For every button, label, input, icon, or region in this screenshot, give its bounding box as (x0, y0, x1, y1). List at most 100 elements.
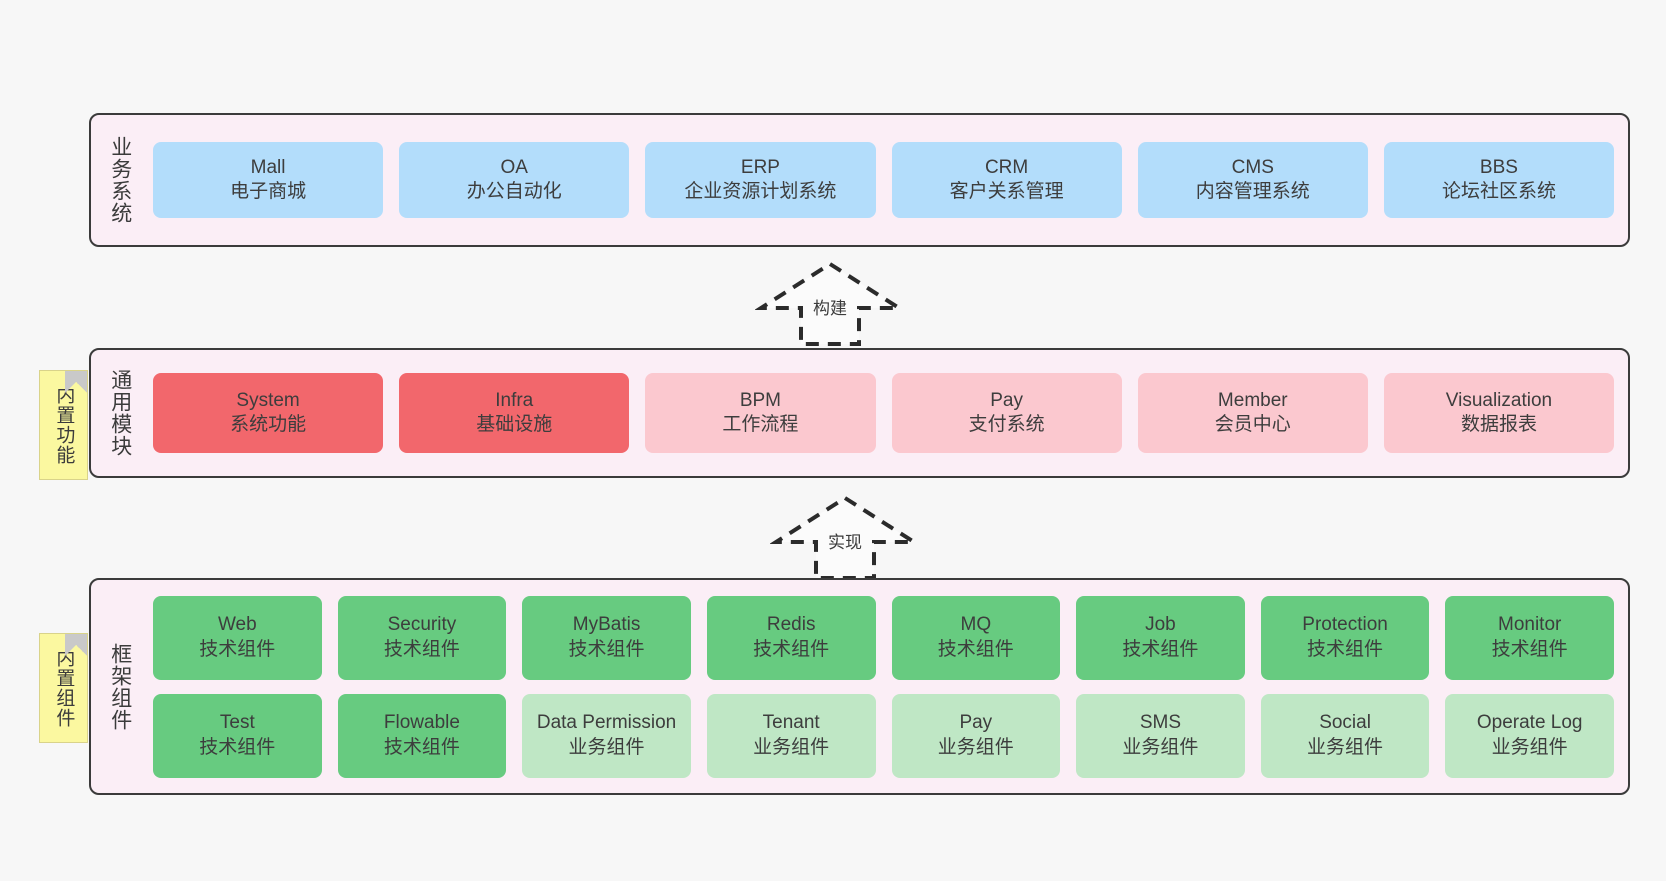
card-bpm[interactable]: BPM 工作流程 (645, 373, 876, 453)
card-title: BBS (1479, 156, 1518, 178)
card-subtitle: 技术组件 (1307, 638, 1384, 660)
card-subtitle: 业务组件 (753, 736, 830, 758)
card-security[interactable]: Security 技术组件 (337, 595, 507, 680)
card-social[interactable]: Social 业务组件 (1260, 693, 1430, 778)
card-subtitle: 会员中心 (1214, 414, 1291, 435)
card-title: ERP (740, 156, 780, 178)
card-system[interactable]: System 系统功能 (153, 373, 384, 453)
card-mybatis[interactable]: MyBatis 技术组件 (522, 595, 691, 680)
card-title: Web (217, 614, 257, 636)
card-subtitle: 业务组件 (568, 736, 645, 758)
card-protection[interactable]: Protection 技术组件 (1260, 595, 1430, 680)
arrow-implement: 实现 (769, 492, 921, 580)
card-title: MyBatis (572, 614, 641, 636)
card-subtitle: 企业资源计划系统 (684, 181, 837, 202)
card-erp[interactable]: ERP 企业资源计划系统 (645, 142, 876, 218)
card-visualization[interactable]: Visualization 数据报表 (1383, 373, 1615, 453)
layer-framework-row-business: Test 技术组件 Flowable 技术组件 Data Permission … (153, 693, 1614, 778)
card-subtitle: 技术组件 (1122, 638, 1199, 660)
card-subtitle: 办公自动化 (466, 181, 562, 202)
layer-business-row: Mall 电子商城 OA 办公自动化 ERP 企业资源计划系统 CRM 客户关系… (153, 142, 1615, 218)
card-title: Operate Log (1476, 712, 1583, 734)
card-sms[interactable]: SMS 业务组件 (1076, 693, 1245, 778)
card-title: SMS (1139, 712, 1182, 734)
card-title: Pay (990, 389, 1023, 411)
card-member[interactable]: Member 会员中心 (1137, 373, 1368, 453)
layer-common-modules: 通用模块 System 系统功能 Infra 基础设施 BPM 工作流程 Pay… (89, 348, 1630, 478)
card-web[interactable]: Web 技术组件 (153, 595, 322, 680)
note-label: 内置功能 (53, 385, 75, 465)
card-title: Tenant (762, 712, 820, 734)
card-redis[interactable]: Redis 技术组件 (706, 595, 876, 680)
card-title: OA (500, 156, 528, 178)
card-subtitle: 技术组件 (383, 638, 460, 660)
card-operate-log[interactable]: Operate Log 业务组件 (1445, 693, 1614, 778)
card-data-permission[interactable]: Data Permission 业务组件 (522, 693, 691, 778)
card-bbs[interactable]: BBS 论坛社区系统 (1383, 142, 1615, 218)
layer-business-systems: 业务系统 Mall 电子商城 OA 办公自动化 ERP 企业资源计划系统 CRM… (89, 113, 1630, 247)
note-builtin-features: 内置功能 (39, 370, 88, 480)
card-pay-component[interactable]: Pay 业务组件 (891, 693, 1061, 778)
card-subtitle: 工作流程 (722, 414, 799, 435)
card-subtitle: 客户关系管理 (949, 181, 1064, 202)
card-infra[interactable]: Infra 基础设施 (399, 373, 630, 453)
card-tenant[interactable]: Tenant 业务组件 (706, 693, 876, 778)
layer-common-row: System 系统功能 Infra 基础设施 BPM 工作流程 Pay 支付系统… (153, 373, 1615, 453)
card-title: Test (219, 712, 255, 734)
card-job[interactable]: Job 技术组件 (1076, 595, 1245, 680)
card-subtitle: 数据报表 (1460, 414, 1537, 435)
card-subtitle: 业务组件 (1307, 736, 1384, 758)
card-subtitle: 支付系统 (968, 414, 1045, 435)
card-title: Protection (1302, 614, 1388, 636)
card-title: Job (1145, 614, 1176, 636)
card-mall[interactable]: Mall 电子商城 (153, 142, 384, 218)
arrow-implement-label: 实现 (828, 533, 862, 552)
note-fold-corner-icon (65, 371, 87, 393)
card-oa[interactable]: OA 办公自动化 (399, 142, 630, 218)
card-subtitle: 业务组件 (1122, 736, 1199, 758)
layer-common-body: System 系统功能 Infra 基础设施 BPM 工作流程 Pay 支付系统… (139, 350, 1628, 476)
card-title: CMS (1231, 156, 1274, 178)
card-test[interactable]: Test 技术组件 (153, 693, 322, 778)
card-title: Monitor (1498, 614, 1562, 636)
card-title: Infra (495, 389, 534, 411)
note-builtin-components: 内置组件 (39, 633, 88, 743)
card-title: BPM (739, 389, 782, 411)
card-subtitle: 内容管理系统 (1195, 181, 1310, 202)
card-subtitle: 技术组件 (1491, 638, 1568, 660)
card-monitor[interactable]: Monitor 技术组件 (1445, 595, 1614, 680)
layer-common-title: 通用模块 (108, 369, 132, 457)
card-subtitle: 技术组件 (568, 638, 645, 660)
card-subtitle: 技术组件 (753, 638, 830, 660)
card-cms[interactable]: CMS 内容管理系统 (1137, 142, 1368, 218)
arrow-build-label: 构建 (813, 299, 847, 318)
card-title: System (236, 389, 300, 411)
card-crm[interactable]: CRM 客户关系管理 (891, 142, 1122, 218)
card-title: Social (1319, 712, 1371, 734)
card-subtitle: 基础设施 (476, 414, 553, 435)
card-flowable[interactable]: Flowable 技术组件 (337, 693, 507, 778)
card-title: Visualization (1445, 389, 1553, 411)
card-title: Mall (250, 156, 286, 178)
card-title: Flowable (383, 712, 460, 734)
card-subtitle: 系统功能 (230, 414, 307, 435)
layer-business-body: Mall 电子商城 OA 办公自动化 ERP 企业资源计划系统 CRM 客户关系… (139, 115, 1628, 245)
card-title: Pay (959, 712, 993, 734)
layer-business-title: 业务系统 (108, 136, 132, 224)
card-subtitle: 论坛社区系统 (1441, 181, 1556, 202)
layer-framework-title: 框架组件 (108, 642, 132, 731)
card-title: Security (387, 614, 457, 636)
note-label: 内置组件 (53, 648, 75, 728)
card-mq[interactable]: MQ 技术组件 (891, 595, 1061, 680)
card-subtitle: 技术组件 (383, 736, 460, 758)
card-subtitle: 业务组件 (1491, 736, 1568, 758)
card-title: Data Permission (536, 712, 677, 734)
arrow-build: 构建 (754, 258, 906, 346)
card-subtitle: 电子商城 (230, 181, 307, 202)
card-subtitle: 技术组件 (937, 638, 1014, 660)
card-pay-module[interactable]: Pay 支付系统 (891, 373, 1122, 453)
arrow-up-dashed-icon (754, 261, 906, 346)
card-subtitle: 技术组件 (199, 638, 276, 660)
layer-framework-body: Web 技术组件 Security 技术组件 MyBatis 技术组件 Redi… (139, 580, 1628, 793)
note-fold-corner-icon (65, 634, 87, 656)
